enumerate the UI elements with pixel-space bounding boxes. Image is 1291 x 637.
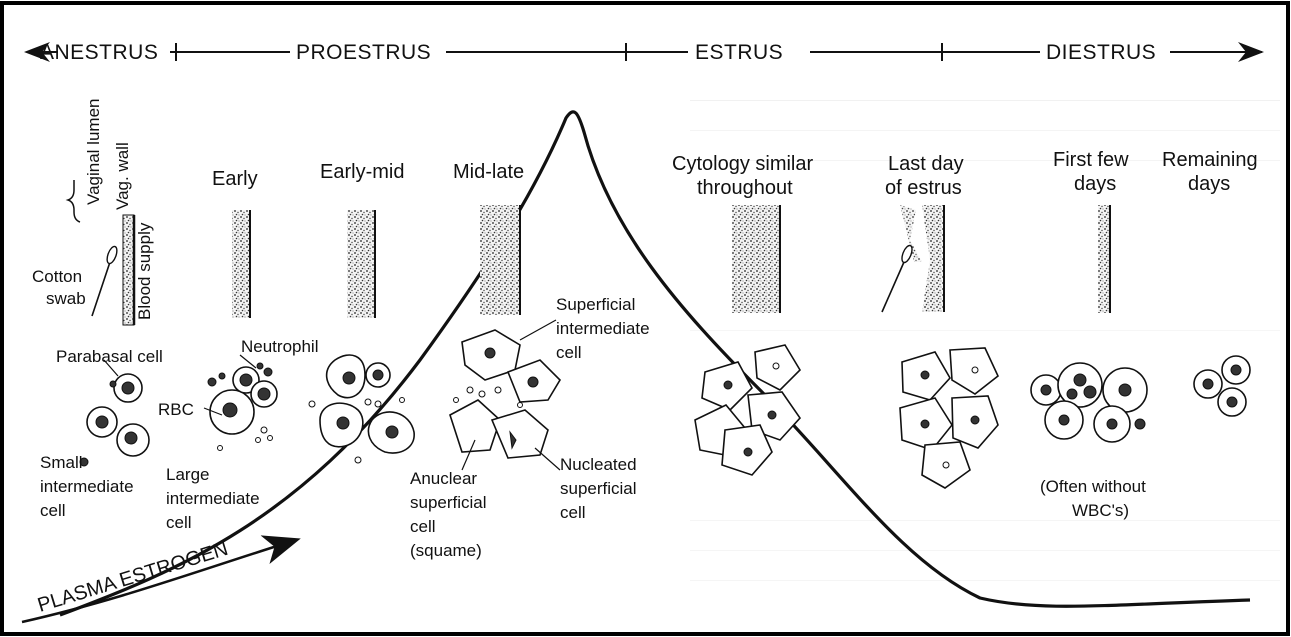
vaginal-lumen-label: Vaginal lumen [84, 99, 103, 205]
cotton-label-1: Cotton [32, 267, 82, 286]
phase-proestrus: PROESTRUS [296, 41, 431, 64]
sup-int-label-2: intermediate [556, 319, 650, 338]
tissue-early-mid [347, 210, 375, 318]
parabasal-label: Parabasal cell [56, 347, 163, 366]
anuclear-label-3: cell [410, 517, 436, 536]
tissue-early [232, 210, 250, 318]
neutrophil-label: Neutrophil [241, 337, 319, 356]
stage-remaining-1: Remaining [1162, 149, 1258, 171]
large-int-label-3: cell [166, 513, 192, 532]
phase-estrus: ESTRUS [695, 41, 783, 64]
nucleated-label-2: superficial [560, 479, 637, 498]
tissue-mid-late [480, 205, 520, 315]
stage-last-day-2: of estrus [885, 177, 962, 199]
small-int-label-1: Small [40, 453, 83, 472]
phase-anestrus: ANESTRUS [40, 41, 158, 64]
blood-supply-label: Blood supply [135, 222, 154, 320]
stage-mid-late: Mid-late [453, 161, 524, 183]
stage-early-mid: Early-mid [320, 161, 404, 183]
sup-int-label-1: Superficial [556, 295, 635, 314]
sup-int-label-3: cell [556, 343, 582, 362]
tissue-estrus [732, 205, 780, 313]
large-int-label-2: intermediate [166, 489, 260, 508]
stage-first-few-2: days [1074, 173, 1116, 195]
stage-first-few-1: First few [1053, 149, 1129, 171]
large-int-label-1: Large [166, 465, 209, 484]
cotton-label-2: swab [46, 289, 86, 308]
stage-early: Early [212, 168, 258, 190]
vag-wall-label: Vag. wall [113, 142, 132, 210]
stage-last-day-1: Last day [888, 153, 964, 175]
anuclear-label-2: superficial [410, 493, 487, 512]
anuclear-label-1: Anuclear [410, 469, 477, 488]
stage-cytology-1: Cytology similar [672, 153, 813, 175]
often-without-1: (Often without [1040, 477, 1146, 496]
nucleated-label-3: cell [560, 503, 586, 522]
stage-cytology-2: throughout [697, 177, 793, 199]
nucleated-label-1: Nucleated [560, 455, 637, 474]
rbc-label: RBC [158, 400, 194, 419]
small-int-label-2: intermediate [40, 477, 134, 496]
phase-diestrus: DIESTRUS [1046, 41, 1156, 64]
anuclear-label-4: (squame) [410, 541, 482, 560]
tissue-first-few [1098, 205, 1110, 313]
vaginal-wall-strip [123, 215, 134, 325]
often-without-2: WBC's) [1072, 501, 1129, 520]
stage-remaining-2: days [1188, 173, 1230, 195]
small-int-label-3: cell [40, 501, 66, 520]
